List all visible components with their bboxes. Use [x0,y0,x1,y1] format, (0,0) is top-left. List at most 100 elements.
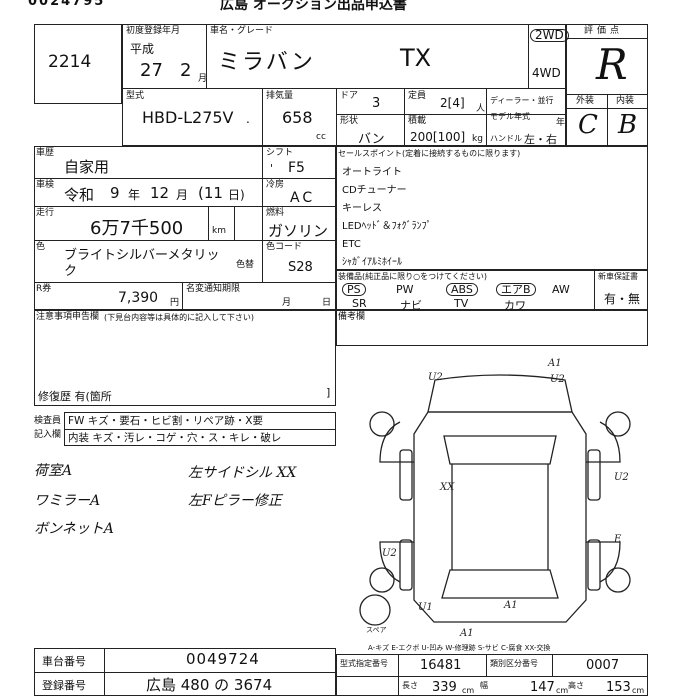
equip-leather: カワ [504,299,526,312]
selling-point: キーレス [342,203,382,214]
notes-label: 注意事項申告欄 [36,312,100,322]
repair-close: ] [326,386,331,399]
inspector-row-2: 内装 キズ・汚レ・コゲ・穴・ス・キレ・破レ [68,432,282,444]
lot-number: 2214 [48,52,92,72]
vehicle-type-label: 車歴 [36,148,55,158]
shift-label: シフト [266,148,294,158]
model-year-label: モデル年式 [490,112,530,121]
load-value: 200[100] [410,130,466,144]
inspection-month: 12 [150,184,170,202]
color-label: 色 [36,242,46,252]
hw-note-right-1: 左サイドシル XX [188,465,297,481]
interior-grade: B [618,110,638,140]
inspection-year: 9 [110,184,120,202]
recycle-unit: 円 [170,298,180,308]
warranty-label: 新車保証書 [598,272,638,281]
first-reg-month: 2 [180,60,192,81]
mark-front-left: U2 [428,372,443,383]
displacement-value: 658 [282,108,313,127]
hw-note-left-1: 荷室A [34,463,73,479]
mark-right-rear: E [613,534,622,545]
notes-box [34,310,336,406]
color-value: ブライトシルバーメタリック [64,248,220,279]
repair-history: 修復歴 有(箇所 [38,390,112,403]
length-label: 長さ [402,681,418,690]
details-block [34,146,336,310]
model-value: HBD-L275V [142,108,234,127]
selling-point: オートライト [342,167,402,178]
handle-label: ハンドル [490,134,522,143]
inspection-label: 車検 [36,180,55,190]
damage-marks: A1 U2 U2 XX U2 E U2 U1 A1 A1 [382,358,629,639]
height-value: 153 [606,680,631,695]
ac-label: 冷房 [266,180,285,190]
selling-points-list: オートライト CDチューナー キーレス LEDﾍｯﾄﾞ＆ﾌｫｸﾞﾗﾝﾌﾟ ETC… [342,164,432,272]
displacement-unit: cc [316,132,326,142]
inspector-label-2: 記入欄 [34,430,62,440]
exterior-label: 外装 [576,96,595,106]
mark-front-right: U2 [550,374,565,385]
length-value: 339 [432,680,457,695]
equip-airbag: エアB [496,283,536,296]
hw-note-left-2: ワミラーA [34,493,101,509]
equipment-label: 装備品(純正品に限り○をつけてください) [338,272,487,281]
inspector-row-1: FW キズ・要石・ヒビ割・リペア跡・X要 [68,415,263,427]
model-mark: . [246,112,250,126]
damage-legend: A-キズ E-エクボ U-凹み W-修理跡 S-サビ C-腐食 XX-交換 [368,644,551,652]
model-year-unit: 年 [556,118,566,128]
mark-rear: A1 [503,600,518,611]
load-unit: kg [472,134,483,144]
fuel-value: ガソリン [268,222,329,240]
first-reg-month-unit: 月 [198,74,208,84]
equip-abs: ABS [446,283,478,296]
dealer-label: ディーラー・並行 [490,96,554,105]
selling-points-box [336,146,648,270]
fuel-label: 燃料 [266,208,285,218]
car-outline [359,374,631,626]
mark-left-rear: U2 [382,548,397,559]
hw-note-right-2: 左Fピラー修正 [188,493,282,509]
length-unit: cm [462,686,475,695]
doors-label: ドア [340,91,359,101]
color-code-label: 色コード [266,242,303,252]
mileage-unit: km [212,226,226,236]
model-label: 型式 [126,91,145,101]
shift-mark: ' [270,162,274,175]
equip-tv: TV [454,297,469,310]
first-reg-era: 平成 [130,42,155,56]
inspection-year-unit: 年 [128,188,141,202]
exterior-grade: C [578,110,598,140]
mark-left-sill: XX [439,482,455,493]
interior-label: 内装 [616,96,635,106]
first-reg-year: 27 [140,60,163,81]
mark-rear-bumper: A1 [459,628,474,639]
selling-point: ETC [342,239,361,250]
shape-value: バン [358,132,385,147]
width-label: 幅 [480,681,488,690]
equip-aw: AW [552,283,570,296]
first-reg-label: 初度登録年月 [126,26,181,36]
drive-2wd: 2WD [530,28,569,42]
hw-note-left-3: ボンネットA [34,521,114,537]
doors-value: 3 [372,96,381,111]
inspector-label-1: 検査員 [34,416,62,426]
selling-point: ｼｬｶﾞｲｱﾙﾐﾎｲｰﾙ [342,257,402,268]
warranty-value: 有・無 [604,292,641,306]
mark-rear-left: U1 [418,602,433,613]
spec-box [336,654,648,696]
vehicle-grade: TX [400,44,432,72]
equip-navi: ナビ [400,299,422,312]
plate-label: 登録番号 [42,679,86,692]
equipment-box [336,270,648,310]
form-title: 広島 オークション出品申込書 [220,0,407,13]
color-change-label: 色替 [236,260,255,270]
name-change-month: 月 [282,298,292,308]
width-unit: cm [556,686,569,695]
selling-point: LEDﾍｯﾄﾞ＆ﾌｫｸﾞﾗﾝﾌﾟ [342,221,432,232]
shape-label: 形状 [340,116,359,126]
vehicle-block [122,24,566,146]
vehicle-label: 車名・グレード [210,26,274,36]
recycle-value: 7,390 [118,290,159,306]
chassis-value: 0049724 [186,650,260,668]
spare-label: スペア [366,626,387,634]
